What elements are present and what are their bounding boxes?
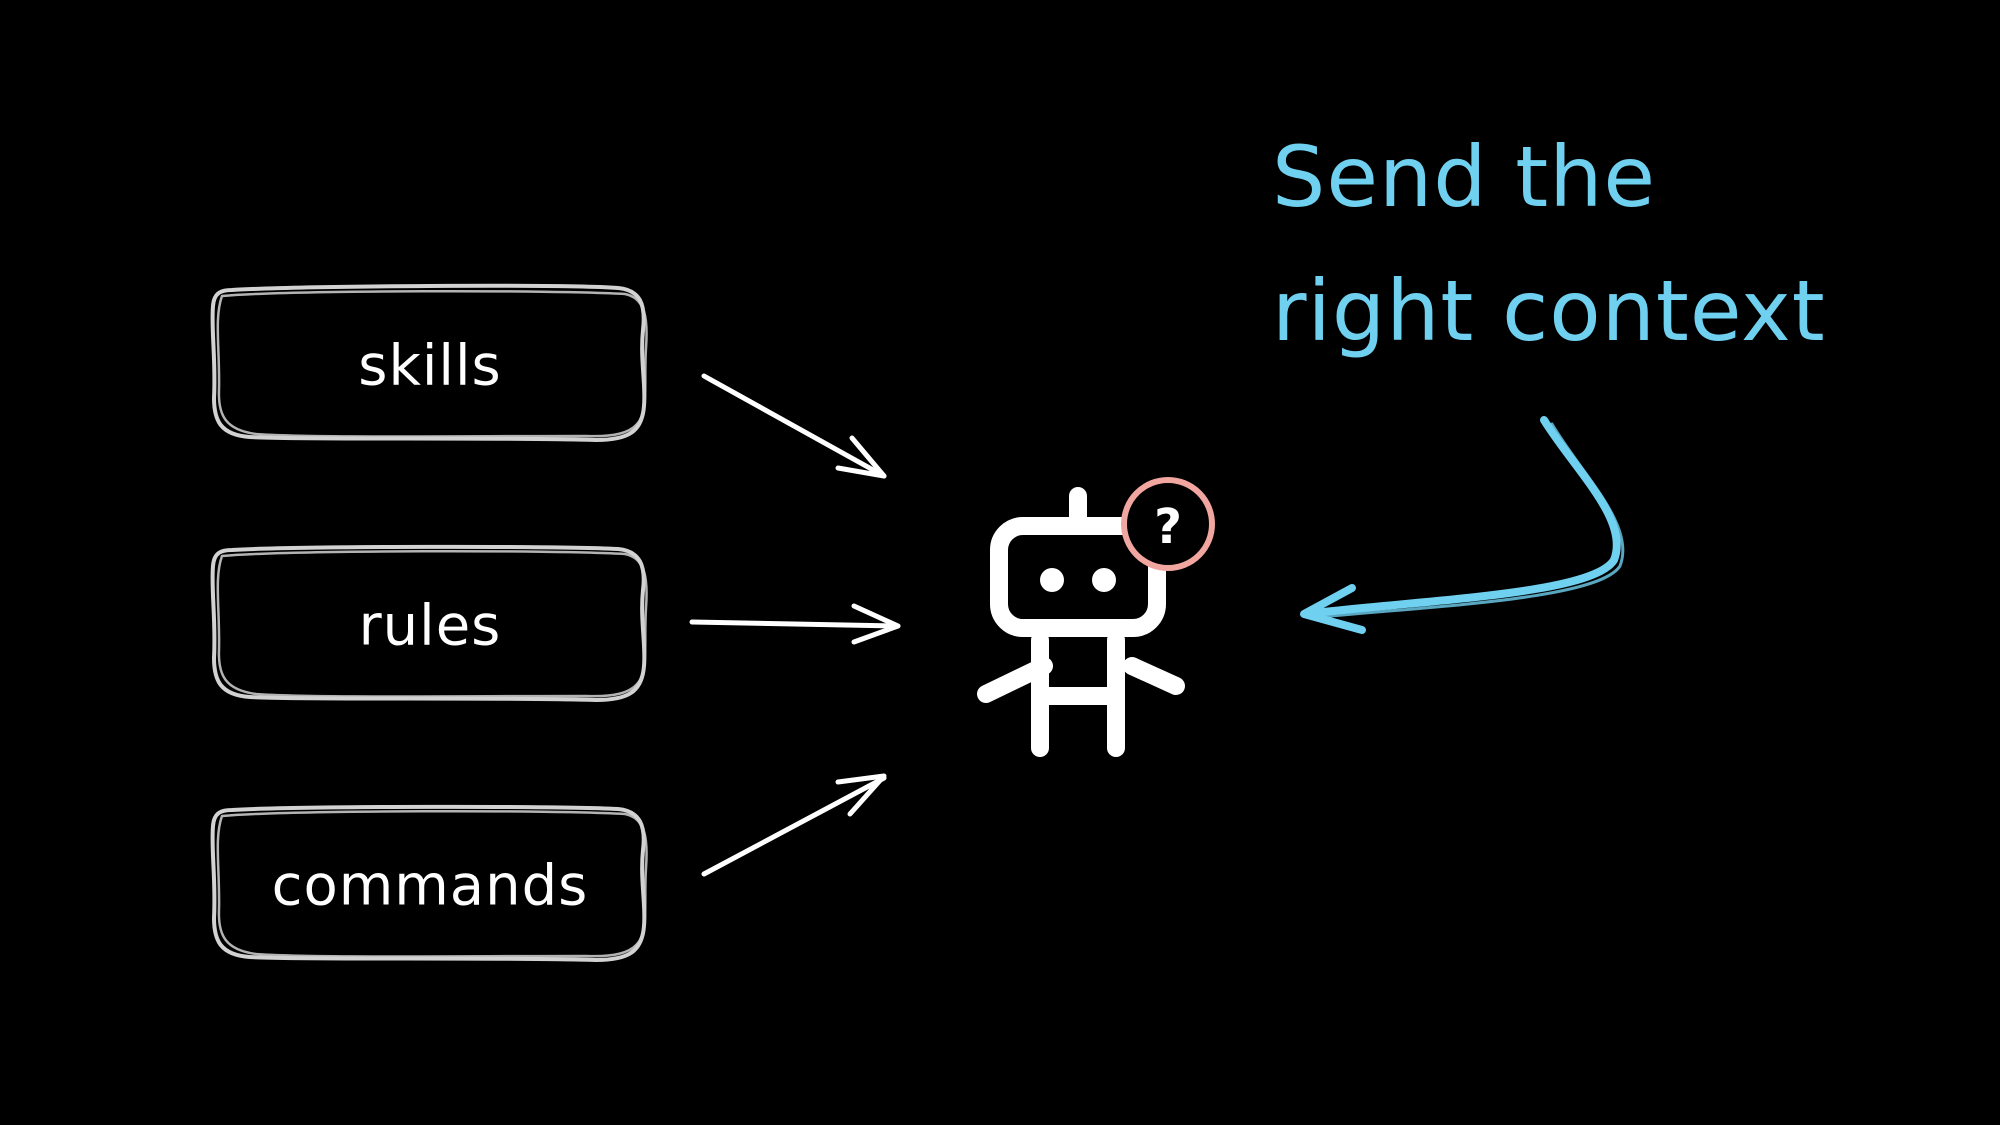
robot-icon xyxy=(977,487,1185,757)
arrow-commands-to-agent xyxy=(701,773,887,877)
robot-eye-right xyxy=(1092,568,1116,592)
badge-text: ? xyxy=(1154,499,1182,555)
box-outline-sketch xyxy=(216,809,648,958)
box-label: skills xyxy=(358,334,501,399)
input-box-rules: rules xyxy=(210,544,648,702)
input-box-commands: commands xyxy=(210,804,648,962)
arrow-skills-to-agent xyxy=(701,373,887,479)
box-label: rules xyxy=(359,594,502,659)
input-box-skills: skills xyxy=(210,283,648,442)
question-mark-icon: ? xyxy=(1121,477,1215,571)
box-outline xyxy=(210,544,647,702)
box-outline xyxy=(210,283,647,442)
box-outline xyxy=(210,804,647,962)
robot-eye-left xyxy=(1040,568,1064,592)
box-outline-sketch xyxy=(216,549,648,698)
callout-line-1: Send the xyxy=(1272,128,1656,226)
box-outline-sketch xyxy=(216,289,648,438)
callout-arrow xyxy=(1300,416,1625,634)
box-label: commands xyxy=(272,854,589,919)
callout-line-2: right context xyxy=(1272,262,1826,360)
callout: Send the right context xyxy=(1272,128,1826,360)
arrow-rules-to-agent xyxy=(689,603,901,645)
